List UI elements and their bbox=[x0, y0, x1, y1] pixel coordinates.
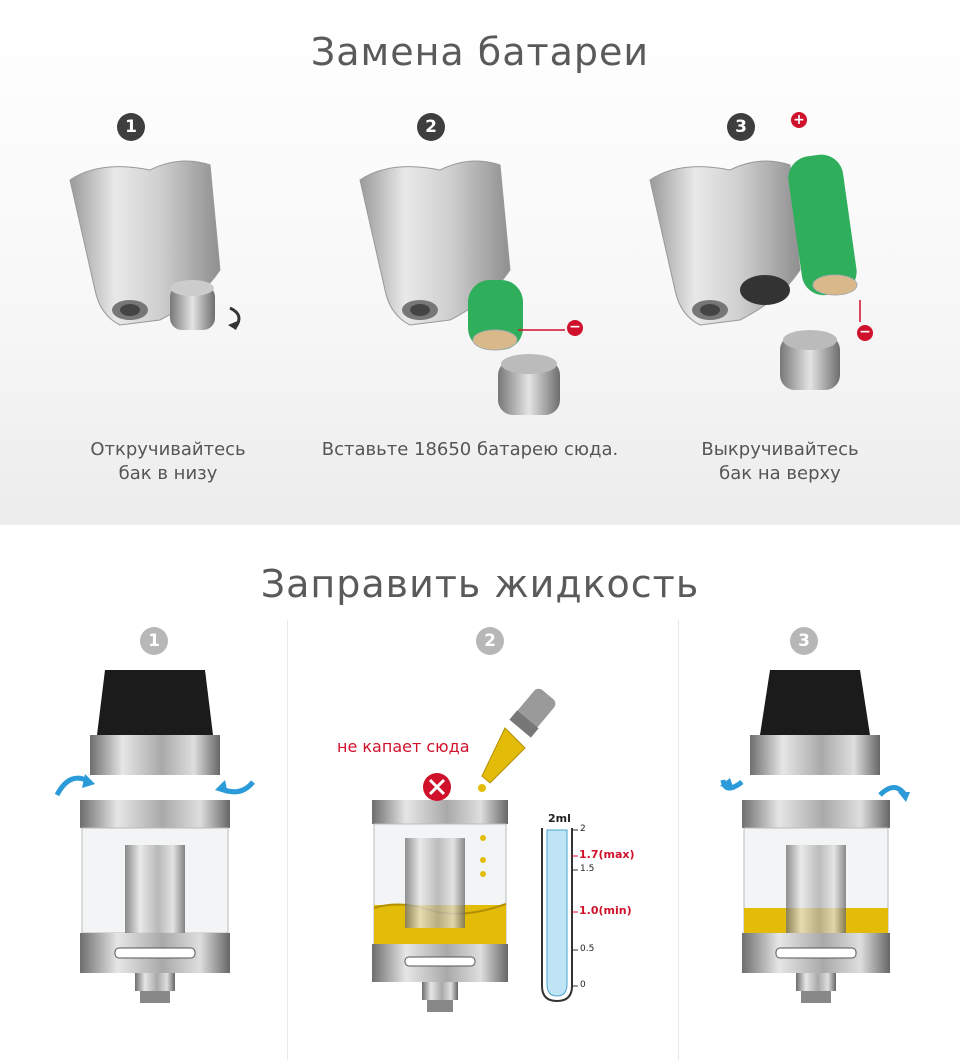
step-2-caption: Вставьте 18650 батарею сюда. bbox=[290, 438, 650, 462]
step-3-caption-line2: бак на верху bbox=[719, 463, 841, 484]
tank-step2-illustration bbox=[372, 773, 508, 1012]
scale-tick-0-5: 0.5 bbox=[580, 944, 595, 954]
mod-step3-illustration bbox=[649, 154, 861, 390]
scale-tick-max: 1.7(max) bbox=[579, 848, 635, 861]
battery-section: Замена батареи 1 2 3 − bbox=[0, 0, 960, 525]
tank-step1-illustration bbox=[54, 670, 255, 1003]
liquid-step-2-number: 2 bbox=[476, 627, 504, 655]
battery-section-title: Замена батареи bbox=[310, 30, 650, 74]
scale-tick-min: 1.0(min) bbox=[579, 904, 632, 917]
plus-marker-step3: + bbox=[791, 112, 807, 128]
mod-step1-illustration bbox=[69, 160, 241, 330]
minus-marker-step2: − bbox=[567, 320, 583, 336]
step-3-number: 3 bbox=[727, 113, 755, 141]
scale-tick-0: 0 bbox=[580, 980, 586, 990]
step-1-number: 1 bbox=[117, 113, 145, 141]
tank-step3-illustration bbox=[720, 670, 910, 1003]
scale-tick-2: 2 bbox=[580, 824, 586, 834]
step-1-caption-line1: Откручивайтесь bbox=[90, 439, 246, 460]
liquid-step-1-number: 1 bbox=[140, 627, 168, 655]
minus-marker-step3: − bbox=[857, 325, 873, 341]
step-2-number: 2 bbox=[417, 113, 445, 141]
scale-tick-1-5: 1.5 bbox=[580, 864, 595, 874]
column-divider-right bbox=[678, 620, 679, 1060]
step-1-caption-line2: бак в низу bbox=[118, 463, 218, 484]
mod-step2-illustration bbox=[359, 160, 565, 415]
no-drip-label: не капает сюда bbox=[337, 737, 470, 756]
scale-header-text: 2ml bbox=[548, 812, 571, 825]
liquid-step-3-number: 3 bbox=[790, 627, 818, 655]
dropper-illustration bbox=[478, 688, 556, 792]
column-divider-left bbox=[287, 620, 288, 1060]
step-3-caption-line1: Выкручивайтесь bbox=[701, 439, 859, 460]
measurement-tube bbox=[541, 828, 578, 1003]
step-3-caption: Выкручивайтесь бак на верху bbox=[660, 438, 900, 486]
step-1-caption: Откручивайтесь бак в низу bbox=[48, 438, 288, 486]
step-2-caption-line1: Вставьте 18650 батарею сюда. bbox=[321, 439, 619, 460]
liquid-section-title: Заправить жидкость bbox=[260, 562, 700, 606]
